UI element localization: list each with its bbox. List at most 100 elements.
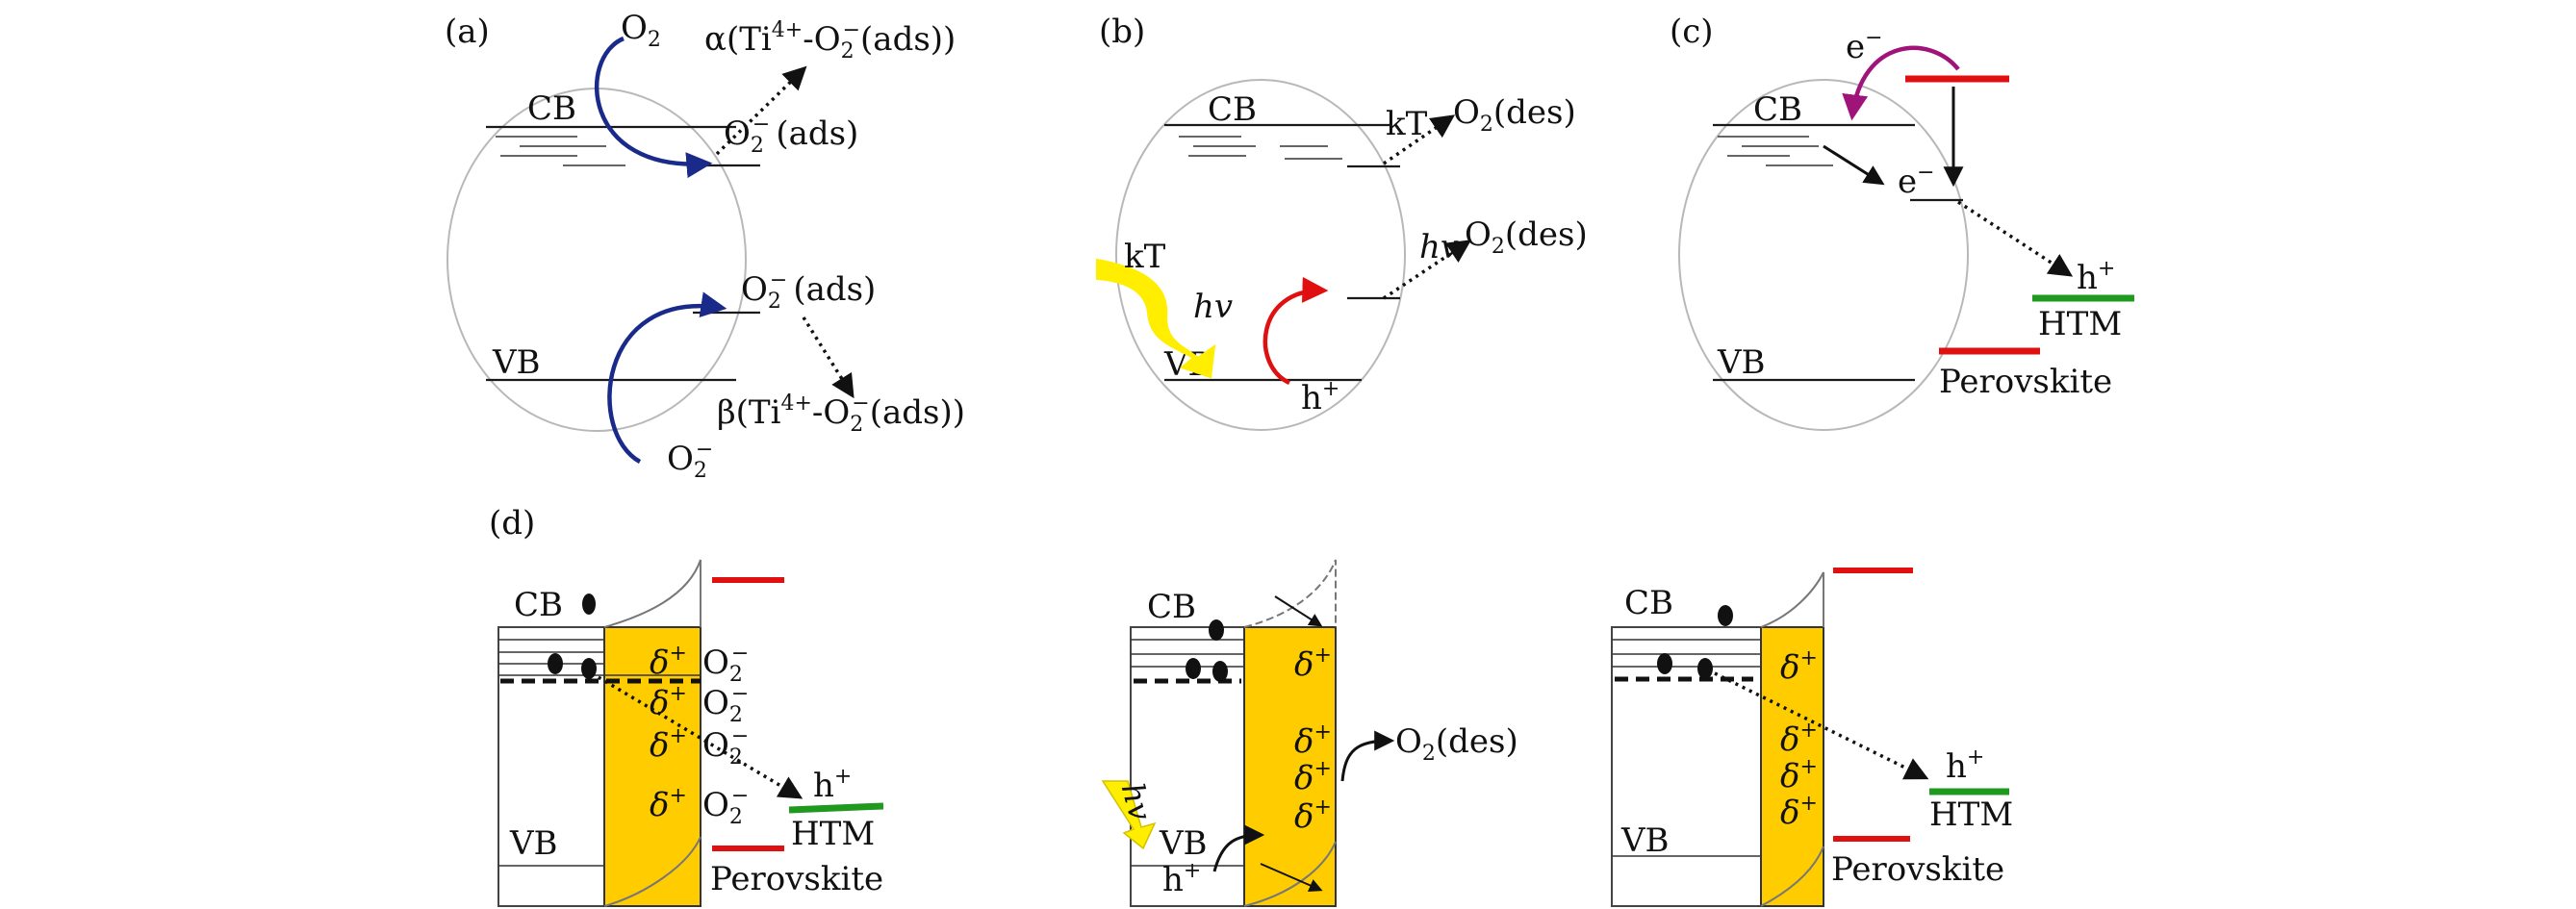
particle-ellipse	[1678, 79, 1969, 431]
electron	[1657, 653, 1672, 674]
panel-a: (a) CB VB O2 α(Ti4+-O2−(ads)) O2−(ads) O…	[445, 9, 965, 483]
vb-label: VB	[1159, 824, 1208, 863]
svg-text:δ+: δ+	[1294, 720, 1332, 761]
o2-capture-arrow	[595, 36, 713, 179]
delta-plus: δ	[1780, 720, 1799, 759]
o2-ads-bottom: O	[741, 270, 768, 309]
hole-drift-arrow	[1260, 863, 1323, 892]
hole-label: h	[1301, 379, 1322, 417]
delta-plus: δ	[1780, 648, 1799, 687]
svg-text:e−: e−	[1846, 26, 1883, 66]
delta-plus: δ	[1294, 759, 1314, 797]
hole-transfer-arrow	[1212, 824, 1265, 872]
svg-text:h+: h+	[2077, 257, 2115, 297]
hole-label: h	[2077, 259, 2098, 297]
o2-ads: O	[702, 644, 729, 682]
hole-label: h	[1162, 861, 1184, 899]
svg-text:O2(des): O2(des)	[1453, 93, 1576, 137]
cb-label: CB	[1147, 588, 1196, 626]
cb-label: CB	[1753, 90, 1802, 129]
vb-label: VB	[1620, 821, 1670, 860]
hole-excitation-arrow	[1262, 276, 1329, 386]
svg-text:h+: h+	[1946, 745, 1984, 786]
panel-a-tag: (a)	[445, 13, 490, 51]
svg-text:δ+: δ+	[1780, 646, 1818, 687]
htm-label: HTM	[2038, 305, 2122, 343]
svg-text:δ+: δ+	[650, 724, 687, 765]
band-bend-top	[1243, 559, 1337, 628]
cb-label: CB	[1208, 90, 1257, 129]
cb-label: CB	[514, 586, 563, 624]
o2-release-arrow	[607, 291, 727, 464]
perovskite-label: Perovskite	[710, 860, 883, 898]
desorb-arrow-top	[1383, 114, 1456, 165]
panel-d-left: (d) CB VB δ+ δ+ δ+ δ+ O2− O2− O2− O2− h+…	[489, 504, 884, 907]
delta-plus: δ	[1780, 757, 1799, 795]
desorb-arrow	[1340, 730, 1395, 782]
svg-text:O2: O2	[621, 9, 661, 52]
svg-text:O2(des): O2(des)	[1395, 722, 1518, 766]
thermal-photo-band	[1096, 258, 1216, 379]
svg-text:O2(des): O2(des)	[1465, 215, 1588, 259]
delta-plus: δ	[1294, 797, 1314, 836]
svg-text:δ+: δ+	[1294, 757, 1332, 797]
svg-text:δ+: δ+	[1780, 719, 1818, 759]
perovskite-label: Perovskite	[1939, 363, 2112, 401]
svg-text:O2−(ads): O2−(ads)	[724, 113, 858, 158]
cb-label: CB	[1624, 584, 1673, 622]
o2-ads: O	[702, 684, 729, 722]
panel-b: (b) CB VB kT hv kT O2(des) hv O2(des) h+	[1096, 13, 1588, 431]
hole-label: h	[1946, 747, 1967, 786]
band-bend-bottom	[1760, 846, 1824, 907]
particle-ellipse	[1115, 79, 1406, 431]
hv-left: hv	[1193, 288, 1233, 326]
electron	[582, 593, 596, 615]
svg-text:δ+: δ+	[1294, 644, 1332, 684]
band-bend-top	[603, 559, 701, 628]
kt-left: kT	[1124, 238, 1166, 276]
perovskite-label: Perovskite	[1831, 850, 2004, 889]
band-bend-top	[1760, 571, 1824, 628]
hole-label: h	[813, 767, 834, 805]
svg-text:e−: e−	[1898, 161, 1935, 201]
electron	[1186, 658, 1201, 679]
desorb-arrow-mid	[1383, 240, 1472, 300]
svg-text:δ+: δ+	[1294, 795, 1332, 836]
e-mid: e	[1898, 163, 1917, 201]
electron	[581, 658, 597, 679]
delta-plus: δ	[1780, 794, 1799, 832]
delta-plus: δ	[650, 644, 669, 682]
beta-label: β(Ti	[717, 393, 781, 432]
svg-text:O2−: O2−	[702, 724, 749, 770]
svg-text:δ+: δ+	[650, 784, 687, 824]
svg-text:β(Ti4+-O2−(ads)): β(Ti4+-O2−(ads))	[717, 391, 965, 437]
svg-text:δ+: δ+	[1780, 755, 1818, 795]
electron	[1718, 605, 1733, 626]
svg-text:O2−: O2−	[702, 784, 749, 829]
kt-right: kT	[1386, 105, 1428, 143]
beta-arrow	[802, 316, 854, 399]
e-top: e	[1846, 28, 1865, 66]
o2-ads: O	[702, 726, 729, 765]
svg-text:O2−: O2−	[702, 682, 749, 727]
hole-transfer-arrow	[1714, 671, 1929, 780]
depletion-layer	[1760, 626, 1824, 907]
delta-plus: δ	[650, 786, 669, 824]
panel-d-tag: (d)	[489, 504, 535, 543]
back-injection-arrow	[1842, 45, 1960, 121]
photon-arrow	[1101, 780, 1157, 850]
alpha-arrow	[715, 65, 807, 156]
panel-b-tag: (b)	[1099, 13, 1145, 51]
cb-label: CB	[527, 89, 576, 128]
electron	[1209, 619, 1224, 641]
electron	[1212, 661, 1228, 682]
hole-transfer-arrow	[591, 671, 803, 799]
delta-plus: δ	[650, 684, 669, 722]
svg-text:δ+: δ+	[1780, 792, 1818, 832]
panel-c: (c) CB VB e− e− h+ HTM Perovskite	[1670, 13, 2134, 431]
tio2-bulk	[1611, 626, 1762, 907]
depletion-layer	[1243, 626, 1337, 907]
vb-label: VB	[492, 343, 541, 382]
